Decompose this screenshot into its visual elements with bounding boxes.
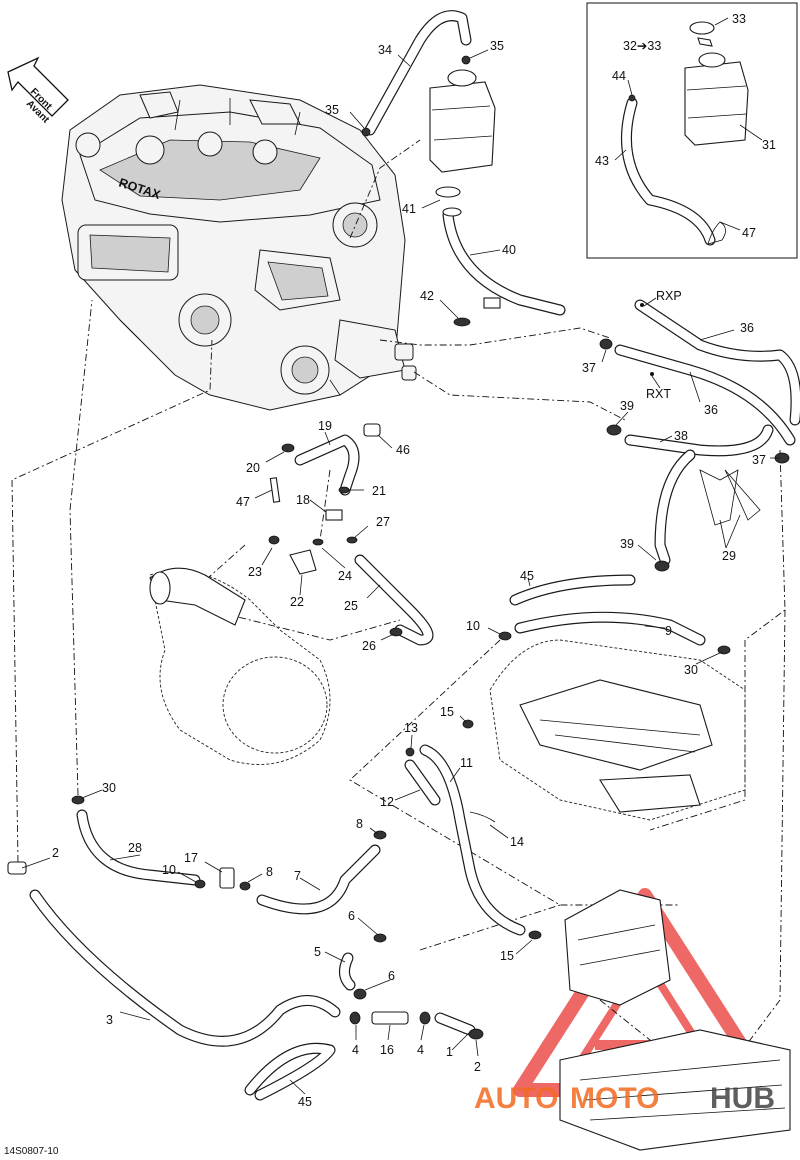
callout-27: 27 bbox=[376, 515, 390, 529]
callout-23: 23 bbox=[248, 565, 262, 579]
callout-43: 43 bbox=[595, 154, 609, 168]
watermark-auto: AUTO bbox=[474, 1082, 558, 1115]
callout-32-to-33: 32➔33 bbox=[623, 39, 661, 53]
callout-10: 10 bbox=[162, 863, 176, 877]
callout-11: 11 bbox=[460, 756, 473, 770]
callout-15: 15 bbox=[440, 705, 454, 719]
callout-28: 28 bbox=[128, 841, 142, 855]
callout-45: 45 bbox=[298, 1095, 312, 1109]
callout-38: 38 bbox=[674, 429, 688, 443]
callout-29: 29 bbox=[722, 549, 736, 563]
inset-box bbox=[586, 2, 798, 259]
callout-44: 44 bbox=[612, 69, 626, 83]
callout-5: 5 bbox=[314, 945, 321, 959]
rxt-label: RXT bbox=[646, 387, 671, 401]
callout-9: 9 bbox=[665, 624, 672, 638]
callout-8: 8 bbox=[266, 865, 273, 879]
watermark-hub: HUB bbox=[710, 1082, 775, 1115]
callout-39: 39 bbox=[620, 399, 634, 413]
callout-4: 4 bbox=[417, 1043, 424, 1057]
callout-15: 15 bbox=[500, 949, 514, 963]
callout-41: 41 bbox=[402, 202, 416, 216]
callout-6: 6 bbox=[348, 909, 355, 923]
callout-30: 30 bbox=[102, 781, 116, 795]
callout-7: 7 bbox=[294, 869, 301, 883]
callout-6: 6 bbox=[388, 969, 395, 983]
callout-20: 20 bbox=[246, 461, 260, 475]
callout-47: 47 bbox=[236, 495, 250, 509]
callout-33: 33 bbox=[732, 12, 746, 26]
callout-40: 40 bbox=[502, 243, 516, 257]
callout-3: 3 bbox=[106, 1013, 113, 1027]
callout-35: 35 bbox=[325, 103, 339, 117]
callout-25: 25 bbox=[344, 599, 358, 613]
fittings bbox=[7, 55, 790, 1040]
callout-4: 4 bbox=[352, 1043, 359, 1057]
callout-2: 2 bbox=[474, 1060, 481, 1074]
callout-14: 14 bbox=[510, 835, 524, 849]
callout-13: 13 bbox=[404, 721, 418, 735]
watermark-text: AUTO MOTO HUB bbox=[474, 1082, 775, 1115]
callout-42: 42 bbox=[420, 289, 434, 303]
exhaust-muffler bbox=[149, 567, 331, 765]
callout-36: 36 bbox=[704, 403, 718, 417]
callout-26: 26 bbox=[362, 639, 376, 653]
callout-47: 47 bbox=[742, 226, 756, 240]
callout-21: 21 bbox=[372, 484, 386, 498]
leader-lines bbox=[21, 17, 780, 1095]
callout-8: 8 bbox=[356, 817, 363, 831]
hull-plate bbox=[559, 889, 791, 1151]
rxp-label: RXP bbox=[656, 289, 682, 303]
callout-10: 10 bbox=[466, 619, 480, 633]
callout-22: 22 bbox=[290, 595, 304, 609]
watermark-moto: MOTO bbox=[570, 1082, 659, 1115]
callout-18: 18 bbox=[296, 493, 310, 507]
hoses bbox=[29, 10, 800, 1101]
callout-16: 16 bbox=[380, 1043, 394, 1057]
engine-assembly: ROTAX bbox=[61, 84, 417, 411]
callout-19: 19 bbox=[318, 419, 332, 433]
callout-37: 37 bbox=[582, 361, 596, 375]
callout-17: 17 bbox=[184, 851, 198, 865]
figure-code: 14S0807-10 bbox=[4, 1146, 59, 1157]
callout-12: 12 bbox=[380, 795, 394, 809]
callout-39: 39 bbox=[620, 537, 634, 551]
callout-24: 24 bbox=[338, 569, 352, 583]
callout-1: 1 bbox=[446, 1045, 453, 1059]
callout-37: 37 bbox=[752, 453, 766, 467]
intercooler bbox=[489, 639, 746, 821]
callout-numbers: 1 2 2 3 4 4 5 6 6 7 8 8 9 10 10 11 12 13… bbox=[52, 12, 776, 1109]
callout-2: 2 bbox=[52, 846, 59, 860]
coolant-tank bbox=[429, 69, 496, 217]
callout-36: 36 bbox=[740, 321, 754, 335]
front-direction-arrow: Front Avant bbox=[7, 56, 69, 126]
callout-45: 45 bbox=[520, 569, 534, 583]
callout-34: 34 bbox=[378, 43, 392, 57]
callout-35: 35 bbox=[490, 39, 504, 53]
callout-30: 30 bbox=[684, 663, 698, 677]
callout-46: 46 bbox=[396, 443, 410, 457]
coolant-flow-lines bbox=[11, 139, 786, 1081]
callout-31: 31 bbox=[762, 138, 776, 152]
